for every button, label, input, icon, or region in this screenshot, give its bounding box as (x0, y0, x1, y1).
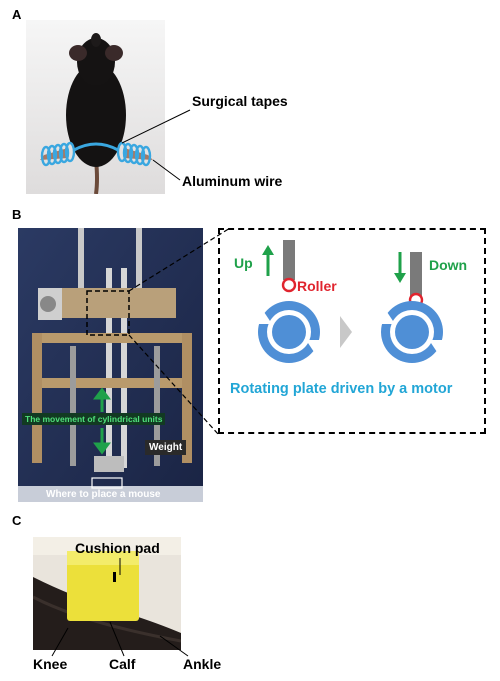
apparatus-photo (18, 228, 203, 502)
rotating-plate-caption: Rotating plate driven by a motor (230, 381, 453, 397)
down-label: Down (429, 257, 468, 273)
knee-callout: Knee (33, 656, 68, 672)
roller-label: Roller (297, 278, 337, 294)
mechanism-diagram: Up Roller Down Rotating plate driven by … (218, 228, 486, 434)
leg-pad-photo (33, 537, 181, 650)
movement-label: The movement of cylindrical units (22, 413, 166, 425)
ankle-callout: Ankle (183, 656, 222, 672)
mouse-place-label: Where to place a mouse (46, 489, 161, 500)
panel-c-label: C (12, 513, 22, 528)
mechanism-svg (256, 240, 445, 363)
aluminum-wire-callout: Aluminum wire (182, 173, 283, 189)
weight-label: Weight (145, 440, 187, 455)
up-label: Up (234, 255, 253, 271)
calf-callout: Calf (109, 656, 136, 672)
surgical-tapes-callout: Surgical tapes (192, 93, 288, 109)
panel-b-label: B (12, 207, 22, 222)
panel-a-label: A (12, 7, 22, 22)
cushion-pad-callout: Cushion pad (75, 540, 160, 556)
